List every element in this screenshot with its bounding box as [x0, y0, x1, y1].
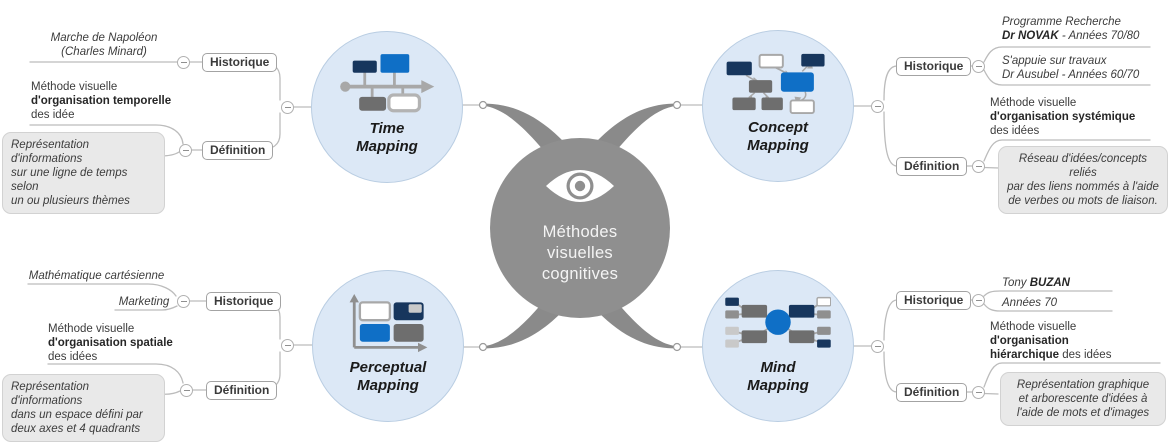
collapse-time-topic[interactable] — [281, 101, 294, 114]
perceptual-definition-callout[interactable]: Représentation d'informations dans un es… — [2, 374, 165, 442]
collapse-time-definition[interactable] — [179, 144, 192, 157]
perceptual-historique-child-2[interactable]: Marketing — [118, 296, 170, 308]
collapse-mind-topic[interactable] — [871, 340, 884, 353]
perceptual-historique-node[interactable]: Historique — [206, 292, 282, 311]
collapse-mind-definition[interactable] — [972, 386, 985, 399]
eye-icon — [546, 170, 614, 202]
mind-historique-child-1[interactable]: Tony BUZAN — [1002, 277, 1070, 289]
collapse-perceptual-historique[interactable] — [177, 295, 190, 308]
concept-map-icon — [726, 53, 825, 115]
concept-historique-node[interactable]: Historique — [896, 57, 972, 76]
mind-historique-node[interactable]: Historique — [896, 291, 972, 310]
concept-definition-node[interactable]: Définition — [896, 157, 968, 176]
collapse-concept-definition[interactable] — [972, 160, 985, 173]
perceptual-definition-node[interactable]: Définition — [206, 381, 278, 400]
time-historique-node[interactable]: Historique — [202, 53, 278, 72]
collapse-perceptual-definition[interactable] — [180, 384, 193, 397]
central-topic[interactable]: Méthodes visuelles cognitives — [490, 138, 670, 318]
collapse-time-historique[interactable] — [177, 56, 190, 69]
perceptual-definition-text[interactable]: Méthode visuelle d'organisation spatiale… — [48, 323, 173, 363]
concept-historique-child-2[interactable]: S'appuie sur travaux Dr Ausubel - Années… — [1002, 55, 1140, 81]
collapse-concept-historique[interactable] — [972, 60, 985, 73]
concept-historique-child-1[interactable]: Programme Recherche Dr NOVAK - Années 70… — [1002, 16, 1140, 42]
time-historique-child[interactable]: Marche de Napoléon (Charles Minard) — [50, 32, 158, 58]
time-definition-callout[interactable]: Représentation d'informations sur une li… — [2, 132, 165, 214]
collapse-concept-topic[interactable] — [871, 100, 884, 113]
collapse-mind-historique[interactable] — [972, 294, 985, 307]
time-definition-node[interactable]: Définition — [202, 141, 274, 160]
time-definition-text[interactable]: Méthode visuelle d'organisation temporel… — [31, 81, 172, 121]
perceptual-historique-child-1[interactable]: Mathématique cartésienne — [28, 270, 165, 282]
mind-definition-node[interactable]: Définition — [896, 383, 968, 402]
mind-definition-callout[interactable]: Représentation graphique et arborescente… — [1000, 372, 1166, 426]
mind-map-icon — [725, 296, 831, 348]
timeline-icon — [340, 54, 435, 113]
collapse-perceptual-topic[interactable] — [281, 339, 294, 352]
central-topic-title: Méthodes visuelles cognitives — [541, 223, 619, 284]
concept-definition-text[interactable]: Méthode visuelle d'organisation systémiq… — [990, 97, 1136, 137]
mind-definition-text[interactable]: Méthode visuelle d'organisation hiérarch… — [990, 321, 1112, 361]
quadrant-chart-icon — [349, 293, 428, 353]
mind-historique-child-2[interactable]: Années 70 — [1002, 297, 1057, 309]
concept-definition-callout[interactable]: Réseau d'idées/concepts reliés par des l… — [998, 146, 1168, 214]
